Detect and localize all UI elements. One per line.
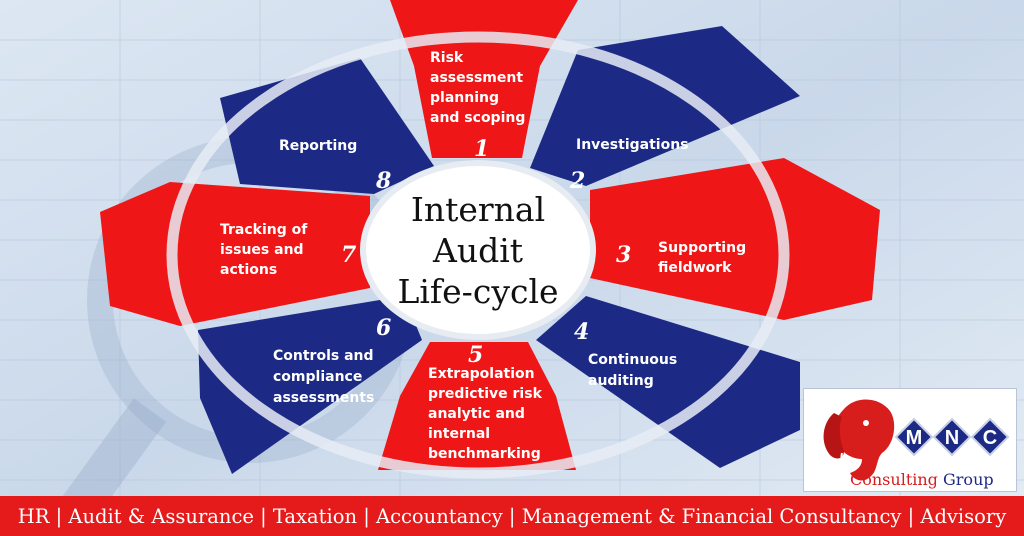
segment-4-number: 4 bbox=[574, 319, 589, 345]
svg-text:N: N bbox=[945, 427, 959, 449]
elephant-icon bbox=[823, 399, 895, 481]
outer-ring bbox=[166, 31, 790, 479]
segment-7-number: 7 bbox=[341, 242, 357, 268]
center-title-line2: Audit bbox=[432, 231, 523, 270]
segment-3 bbox=[590, 158, 880, 320]
segment-8-label: Reporting bbox=[279, 138, 357, 154]
segments bbox=[100, 0, 880, 474]
services-footer-text: HR | Audit & Assurance | Taxation | Acco… bbox=[17, 504, 1007, 528]
company-logo: M N C Consulting Group bbox=[803, 388, 1017, 492]
segment-6 bbox=[198, 296, 422, 474]
mnc-diamond-c: C bbox=[970, 417, 1010, 457]
logo-tagline: Consulting Group bbox=[850, 470, 994, 489]
segment-2-number: 2 bbox=[569, 168, 585, 194]
services-footer-bar: HR | Audit & Assurance | Taxation | Acco… bbox=[0, 496, 1024, 536]
center-ellipse bbox=[360, 160, 596, 340]
segment-1-number: 1 bbox=[474, 136, 489, 162]
segment-2-label: Investigations bbox=[576, 137, 689, 153]
svg-text:C: C bbox=[983, 427, 997, 449]
svg-text:M: M bbox=[906, 427, 923, 449]
segment-8-number: 8 bbox=[375, 168, 391, 194]
segment-7 bbox=[100, 182, 370, 326]
mnc-diamond-n: N bbox=[932, 417, 972, 457]
segment-5-number: 5 bbox=[468, 342, 483, 368]
segment-3-number: 3 bbox=[616, 242, 631, 268]
mnc-diamond-m: M bbox=[894, 417, 934, 457]
center-title-line1: Internal bbox=[411, 190, 545, 229]
segment-4 bbox=[536, 296, 800, 468]
segment-5 bbox=[378, 342, 576, 470]
segment-2 bbox=[530, 26, 800, 186]
center-title-line3: Life-cycle bbox=[397, 272, 558, 311]
segment-6-number: 6 bbox=[376, 315, 391, 341]
